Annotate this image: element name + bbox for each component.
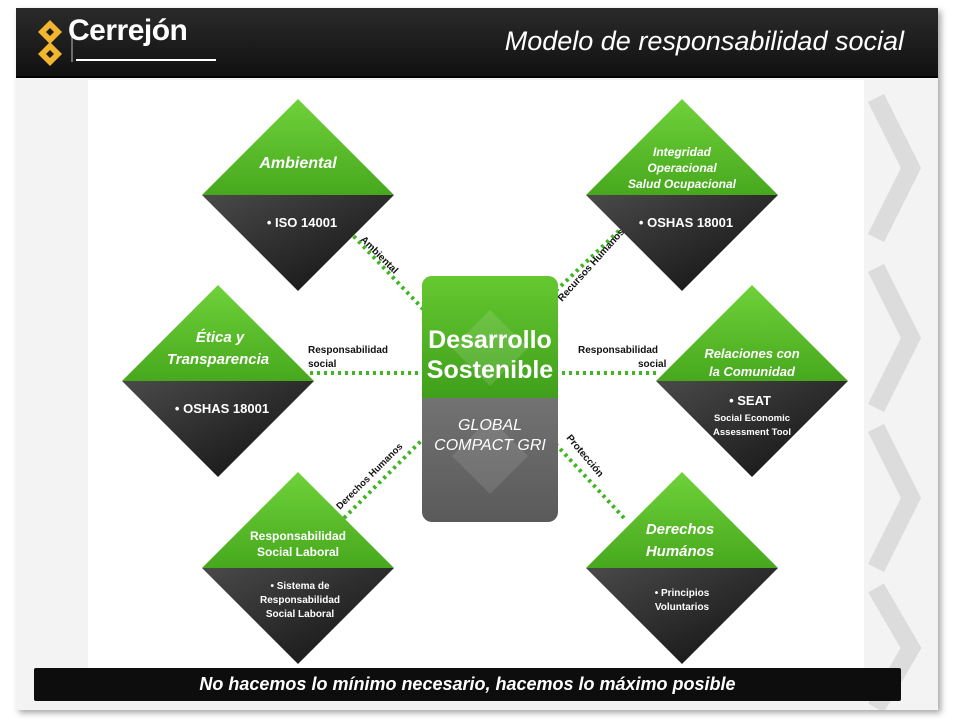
diamond-responsabilidad-item-1: • Sistema de [270,581,330,592]
diamond-integridad-title-3: Salud Ocupacional [628,177,737,191]
connector-label-mid-right-1: Responsabilidad [578,345,658,356]
diamond-relaciones-item-head: • SEAT [729,393,771,408]
diamond-etica-item: • OSHAS 18001 [175,401,269,416]
csr-model-diagram: Ambiental Recursos Humanos Responsabilid… [122,99,848,664]
connector-label-recursos-humanos: Recursos Humanos [556,227,627,304]
footer-bar: No hacemos lo mínimo necesario, hacemos … [34,668,901,701]
connector-label-mid-left-2: social [308,359,337,370]
diamond-relaciones-title-1: Relaciones con [704,346,799,361]
slide: Cerrejón Modelo de responsabilidad socia… [16,8,938,710]
diamond-etica-title-1: Ética y [196,329,245,346]
diamond-relaciones-title-2: la Comunidad [709,364,796,379]
diamond-integridad: Integridad Operacional Salud Ocupacional… [586,99,778,291]
diamond-etica-title-2: Transparencia [167,351,269,368]
diamond-ambiental: Ambiental • ISO 14001 [202,99,394,291]
center-box: Desarrollo Sostenible GLOBAL COMPACT GRI [422,276,558,522]
diagram-area: Ambiental Recursos Humanos Responsabilid… [88,80,864,668]
diamond-responsabilidad-item-3: Social Laboral [266,609,335,620]
diamond-derechos-title-2: Humános [646,543,714,560]
diamond-ambiental-title: Ambiental [258,155,337,172]
diamond-responsabilidad-title-1: Responsabilidad [250,529,346,543]
header-bar: Cerrejón Modelo de responsabilidad socia… [16,8,938,78]
diamond-relaciones-item-2: Assessment Tool [713,427,791,438]
diamond-derechos-item-1: • Principios [655,588,710,599]
logo-text: Cerrejón [68,14,188,47]
diamond-responsabilidad-item-2: Responsabilidad [260,595,340,606]
diamond-integridad-item: • OSHAS 18001 [639,215,733,230]
connector-label-ambiental: Ambiental [358,234,400,276]
diamond-integridad-title-2: Operacional [647,161,717,175]
footer-slogan: No hacemos lo mínimo necesario, hacemos … [199,674,736,694]
diamond-ambiental-item: • ISO 14001 [267,215,337,230]
diamond-relaciones: Relaciones con la Comunidad • SEAT Socia… [656,285,848,477]
page-title: Modelo de responsabilidad social [504,26,904,56]
diamond-derechos-item-2: Voluntarios [655,602,710,613]
diamond-etica: Ética y Transparencia • OSHAS 18001 [122,285,314,477]
center-sub-line2: COMPACT GRI [434,437,546,454]
center-sub-line1: GLOBAL [458,417,522,434]
diamond-responsabilidad: Responsabilidad Social Laboral • Sistema… [202,472,394,664]
connector-label-mid-right-2: social [638,359,667,370]
diamond-responsabilidad-title-2: Social Laboral [257,545,339,559]
diamond-derechos: Derechos Humános • Principios Voluntario… [586,472,778,664]
center-title-line2: Sostenible [427,356,554,384]
diamond-relaciones-item-1: Social Economic [714,413,790,424]
cerrejon-logo [38,20,216,66]
center-title-line1: Desarrollo [428,326,552,354]
connector-label-proteccion: Protección [564,433,606,480]
diamond-integridad-title-1: Integridad [653,145,712,159]
connector-label-mid-left-1: Responsabilidad [308,345,388,356]
diamond-derechos-title-1: Derechos [646,521,714,538]
connector-label-derechos-humanos: Derechos Humanos [334,441,405,512]
